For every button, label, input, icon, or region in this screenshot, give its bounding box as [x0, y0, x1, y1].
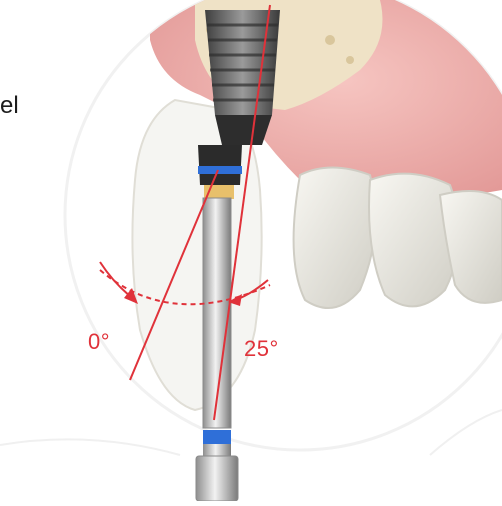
neighbor-tooth: [440, 191, 502, 303]
bone-pore: [325, 35, 335, 45]
angle-label-twentyfive: 25°: [244, 336, 279, 362]
background-curve: [0, 439, 180, 455]
implant-screw: [198, 10, 280, 199]
crown-outline: [132, 100, 261, 410]
bone-pore: [346, 56, 354, 64]
cut-off-text: el: [0, 92, 19, 120]
neighbor-tooth: [294, 168, 376, 309]
background-curve: [430, 410, 502, 455]
angle-label-zero: 0°: [88, 329, 110, 355]
